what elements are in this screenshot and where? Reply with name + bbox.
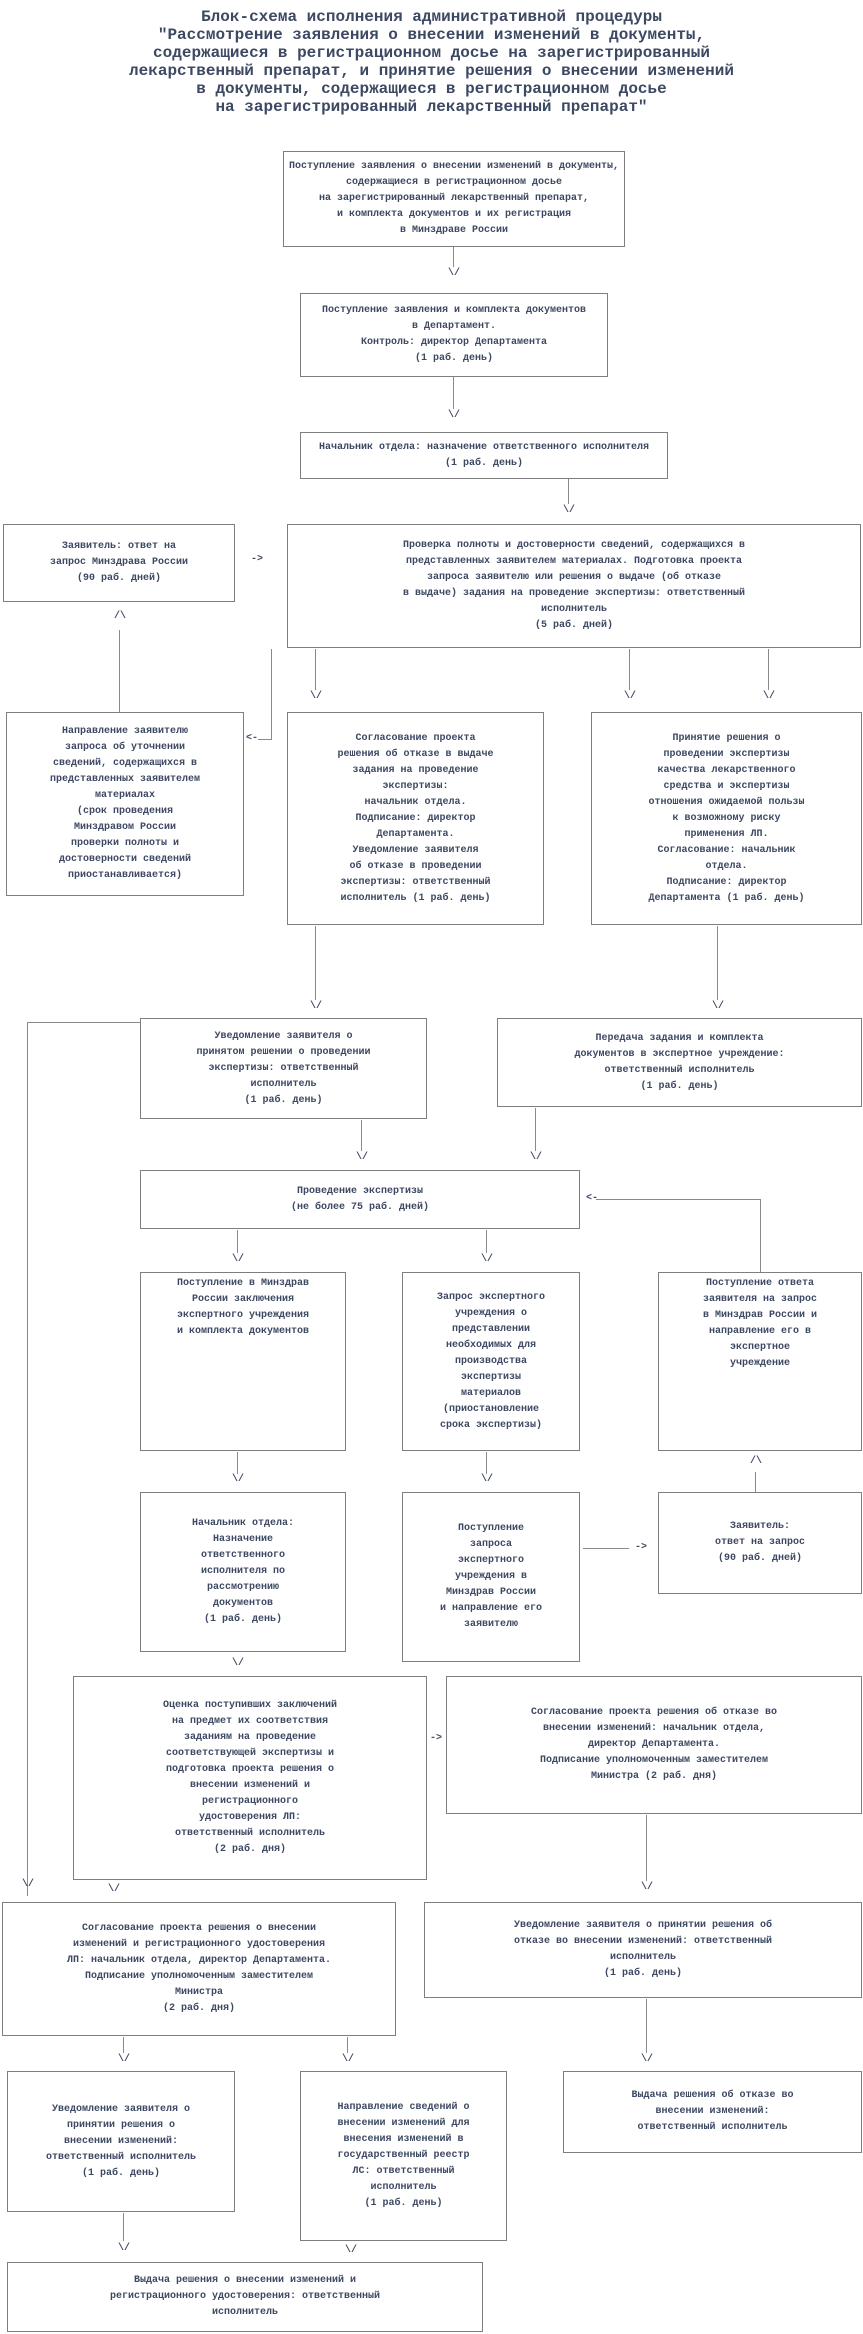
connector-line: [27, 1022, 28, 1896]
box-expert-request: Запрос экспертного учреждения о представ…: [402, 1272, 580, 1451]
box-expertise-decision: Принятие решения о проведении экспертизы…: [591, 712, 862, 925]
connector-line: [646, 1999, 647, 2053]
connector-line: [315, 926, 316, 1000]
arrow-down-icon: \/: [480, 1254, 493, 1265]
arrow-down-icon: \/: [355, 1152, 368, 1163]
arrow-down-icon: \/: [640, 1882, 653, 1893]
arrow-down-icon: \/: [447, 268, 460, 279]
connector-line: [27, 1022, 140, 1023]
box-amendment-notification: Уведомление заявителя о принятии решения…: [7, 2071, 235, 2212]
connector-line: [119, 630, 120, 712]
connector-line: [486, 1230, 487, 1253]
arrow-up-icon: /\: [113, 611, 126, 622]
arrow-right-icon: ->: [634, 1542, 647, 1553]
arrow-down-icon: \/: [447, 410, 460, 421]
arrow-down-icon: \/: [231, 1658, 244, 1669]
box-assign-executor: Начальник отдела: назначение ответственн…: [300, 432, 668, 479]
box-expertise: Проведение экспертизы (не более 75 раб. …: [140, 1170, 580, 1229]
arrow-down-icon: \/: [480, 1474, 493, 1485]
arrow-down-icon: \/: [107, 1884, 120, 1895]
box-department-receipt: Поступление заявления и комплекта докуме…: [300, 293, 608, 377]
arrow-down-icon: \/: [231, 1254, 244, 1265]
arrow-down-icon: \/: [117, 2243, 130, 2254]
box-applicant-response: Заявитель: ответ на запрос Минздрава Рос…: [3, 524, 235, 602]
connector-line: [237, 1230, 238, 1253]
connector-line: [453, 377, 454, 409]
connector-line: [629, 649, 630, 690]
arrow-down-icon: \/: [309, 1001, 322, 1012]
box-decision-issuance: Выдача решения о внесении изменений и ре…: [7, 2262, 483, 2332]
connector-line: [347, 2037, 348, 2053]
arrow-down-icon: \/: [341, 2054, 354, 2065]
arrow-down-icon: \/: [562, 505, 575, 516]
connector-line: [596, 1199, 761, 1200]
box-refusal-issuance: Выдача решения об отказе во внесении изм…: [563, 2071, 862, 2153]
arrow-left-icon: <-: [585, 1193, 598, 1204]
box-conclusion-evaluation: Оценка поступивших заключений на предмет…: [73, 1676, 427, 1880]
connector-line: [568, 479, 569, 504]
arrow-down-icon: \/: [117, 2054, 130, 2065]
arrow-down-icon: \/: [344, 2245, 357, 2256]
connector-line: [361, 1120, 362, 1151]
connector-line: [123, 2213, 124, 2241]
arrow-down-icon: \/: [623, 691, 636, 702]
arrow-down-icon: \/: [529, 1152, 542, 1163]
connector-line: [123, 2037, 124, 2053]
arrow-right-icon: ->: [429, 1733, 442, 1744]
box-registry-update: Направление сведений о внесении изменени…: [300, 2071, 507, 2241]
arrow-down-icon: \/: [21, 1879, 34, 1890]
connector-line: [717, 926, 718, 1000]
arrow-right-icon: ->: [250, 554, 263, 565]
connector-line: [646, 1815, 647, 1881]
arrow-down-icon: \/: [711, 1001, 724, 1012]
arrow-down-icon: \/: [762, 691, 775, 702]
box-application-receipt: Поступление заявления о внесении изменен…: [283, 151, 625, 247]
connector-line: [453, 247, 454, 267]
arrow-down-icon: \/: [309, 691, 322, 702]
box-expertise-refusal: Согласование проекта решения об отказе в…: [287, 712, 544, 925]
connector-line: [755, 1472, 756, 1492]
flowchart-title: Блок-схема исполнения административной п…: [129, 8, 734, 116]
box-clarification-request: Направление заявителю запроса об уточнен…: [6, 712, 244, 896]
connector-line: [258, 739, 272, 740]
box-applicant-query-response: Заявитель: ответ на запрос (90 раб. дней…: [658, 1492, 862, 1594]
box-refusal-approval: Согласование проекта решения об отказе в…: [446, 1676, 862, 1814]
arrow-left-icon: <-: [245, 733, 258, 744]
box-expertise-notification: Уведомление заявителя о принятом решении…: [140, 1018, 427, 1119]
box-conclusion-receipt: Поступление в Минздрав России заключения…: [140, 1272, 346, 1451]
box-amendment-approval: Согласование проекта решения о внесении …: [2, 1902, 396, 2036]
box-refusal-notification: Уведомление заявителя о принятии решения…: [424, 1902, 862, 1998]
connector-line: [535, 1108, 536, 1151]
connector-line: [271, 649, 272, 740]
connector-line: [486, 1452, 487, 1474]
arrow-down-icon: \/: [231, 1474, 244, 1485]
arrow-up-icon: /\: [749, 1456, 762, 1467]
connector-line: [237, 1452, 238, 1474]
arrow-down-icon: \/: [640, 2054, 653, 2065]
box-request-forwarding: Поступление запроса экспертного учрежден…: [402, 1492, 580, 1662]
box-completeness-check: Проверка полноты и достоверности сведени…: [287, 524, 861, 648]
connector-line: [583, 1548, 629, 1549]
connector-line: [768, 649, 769, 690]
box-task-transfer: Передача задания и комплекта документов …: [497, 1018, 862, 1107]
connector-line: [760, 1199, 761, 1272]
box-assign-review-executor: Начальник отдела: Назначение ответственн…: [140, 1492, 346, 1652]
box-answer-receipt: Поступление ответа заявителя на запрос в…: [658, 1272, 862, 1451]
connector-line: [315, 649, 316, 690]
